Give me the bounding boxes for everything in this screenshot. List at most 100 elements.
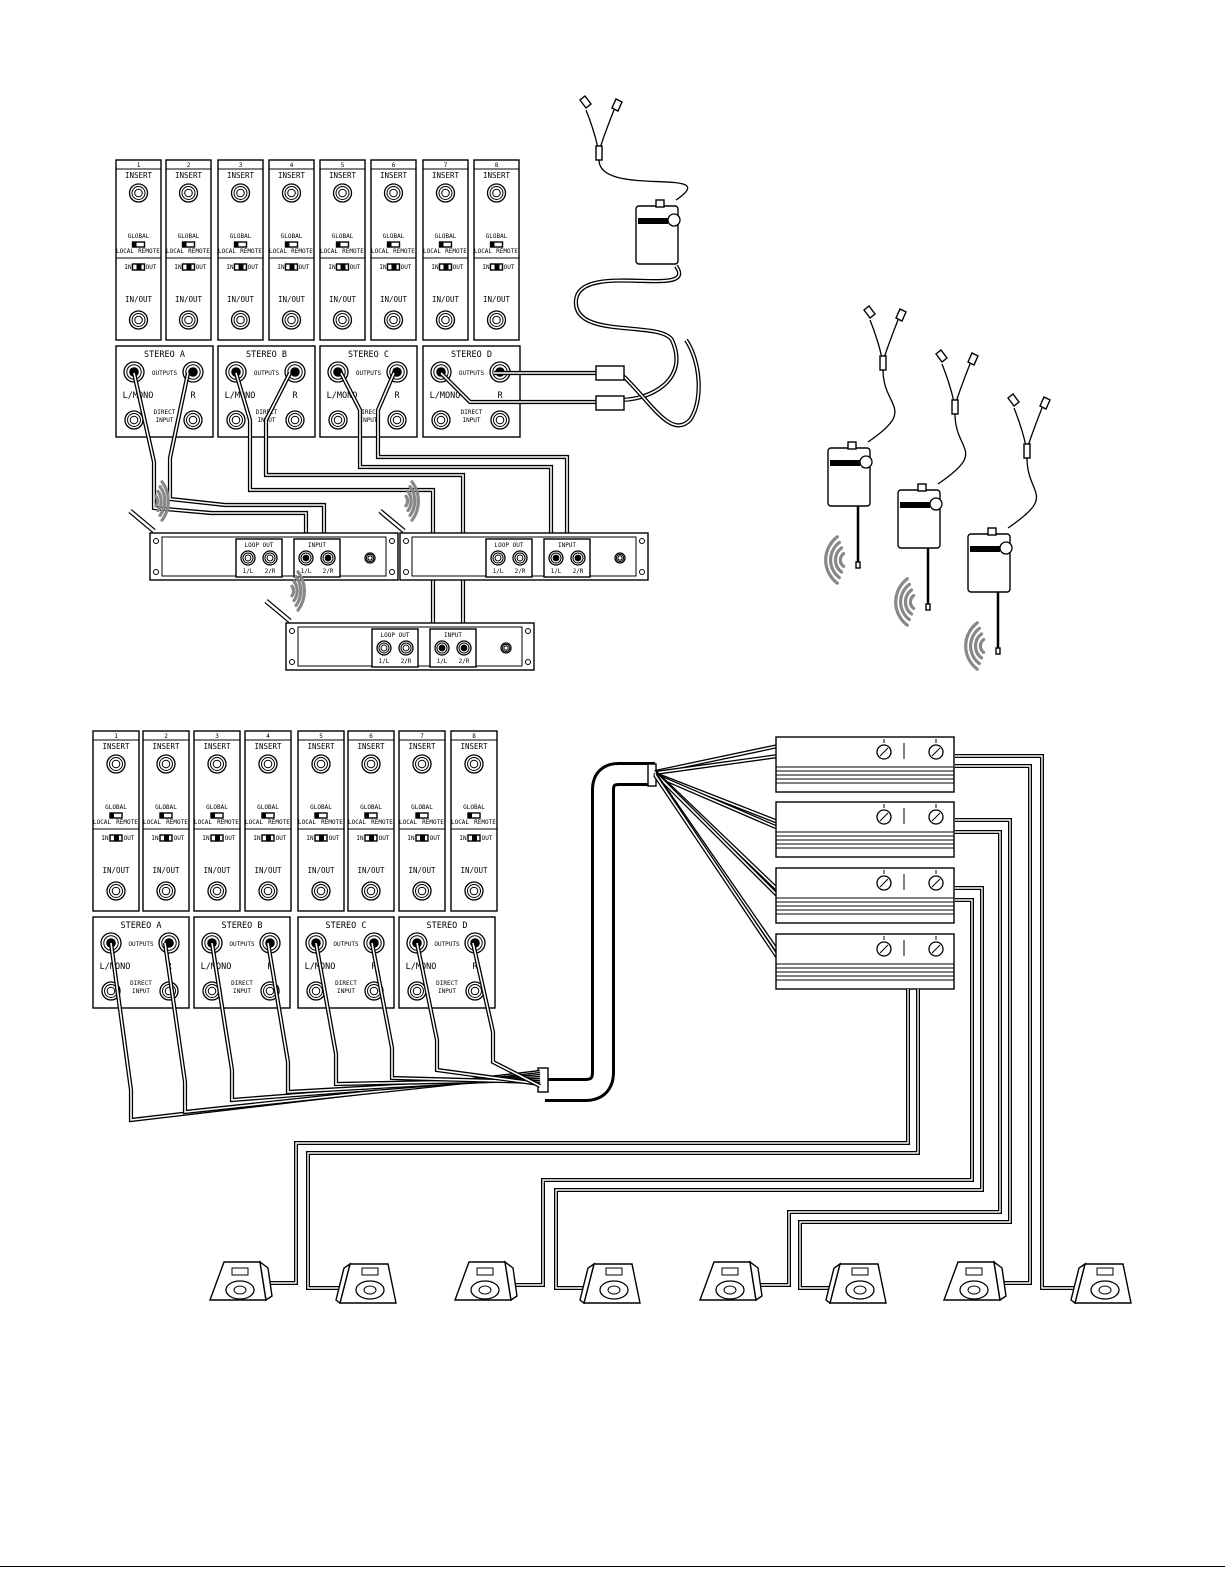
insert-label: INSERT — [483, 171, 511, 180]
stereo-name: STEREO D — [427, 921, 468, 931]
loop-left-label: 1/L — [493, 568, 504, 575]
local-label: LOCAL — [245, 819, 263, 826]
jack-socket — [617, 555, 623, 561]
in-label: IN — [379, 264, 387, 271]
input-label: INPUT — [132, 988, 150, 995]
radio-wave — [296, 570, 306, 612]
wedge-woofer-cone — [967, 1285, 981, 1295]
wedge-woofer-cone — [853, 1285, 867, 1295]
right-label: R — [472, 962, 478, 972]
wedge-woofer-cone — [363, 1285, 377, 1295]
in-out-switch-knob — [114, 835, 119, 841]
rack-screw — [389, 569, 395, 575]
inout-jack — [128, 310, 149, 330]
outputs-label: OUTPUTS — [459, 370, 485, 377]
gain-knob-pointer — [931, 878, 941, 888]
jack-socket — [369, 986, 379, 996]
right-label: R — [292, 391, 298, 401]
earbud-right — [611, 98, 623, 112]
headphone-jack — [987, 527, 997, 536]
insert-jack — [486, 183, 507, 203]
jack-socket — [236, 188, 245, 198]
remote-label: REMOTE — [138, 248, 160, 255]
insert-jack — [361, 754, 381, 774]
power-amp-3 — [775, 867, 955, 924]
left-mono-label: L/MONO — [225, 391, 256, 401]
jack-socket — [129, 415, 139, 425]
cable-core — [267, 942, 541, 1093]
insert-jack — [230, 183, 251, 203]
strip-panel — [193, 730, 241, 912]
bodypack-4: SHURE — [964, 393, 1051, 671]
earbud-wires — [869, 319, 899, 359]
radio-wave — [408, 485, 417, 517]
inout-jack — [412, 881, 432, 901]
bodypack-label-bar — [970, 546, 1000, 552]
local-label: LOCAL — [269, 248, 287, 255]
insert-label: INSERT — [203, 742, 231, 751]
snake-cable — [108, 743, 780, 1123]
cable-core — [619, 339, 700, 427]
radio-wave — [978, 638, 986, 654]
jack-socket — [161, 886, 171, 896]
local-label: LOCAL — [451, 819, 469, 826]
input-right-label: 2/R — [323, 568, 334, 575]
plug-right — [595, 365, 625, 381]
channel-number: 2 — [187, 162, 191, 169]
direct-in-right-jack — [465, 981, 485, 1001]
earbud-left — [1007, 393, 1020, 407]
direct-in-left-jack — [328, 410, 348, 430]
outputs-label: OUTPUTS — [333, 941, 359, 948]
channel-number: 3 — [215, 733, 219, 740]
headphone-jack — [847, 441, 857, 450]
cable-core — [377, 372, 568, 557]
local-label: LOCAL — [348, 819, 366, 826]
rack-screw — [289, 659, 295, 665]
in-label: IN — [202, 835, 210, 842]
radio-wave — [899, 582, 911, 622]
right-label: R — [497, 391, 503, 401]
remote-label: REMOTE — [291, 248, 313, 255]
jack-socket — [338, 315, 347, 325]
insert-jack — [207, 754, 227, 774]
antenna-tip — [855, 561, 861, 569]
wedge-side — [579, 1262, 596, 1305]
volume-knob — [929, 497, 943, 511]
remote-label: REMOTE — [445, 248, 467, 255]
cable-core — [654, 755, 779, 774]
in-out-switch-knob — [164, 835, 169, 841]
wedge-woofer-cone — [607, 1285, 621, 1295]
bodypack-coiled-cable — [573, 264, 682, 403]
rack-screw — [639, 569, 645, 575]
wedge-horn — [605, 1267, 623, 1276]
in-out-switch-knob — [443, 264, 449, 270]
out-label: OUT — [124, 835, 135, 842]
out-label: OUT — [504, 264, 515, 271]
global-switch-knob — [468, 813, 472, 818]
plug-left — [595, 395, 625, 411]
direct-in-right-jack — [183, 410, 203, 430]
stereo-name: STEREO D — [451, 350, 492, 360]
channel-number: 4 — [266, 733, 270, 740]
cable-core — [416, 942, 541, 1085]
cable-core — [440, 372, 596, 403]
insert-jack — [156, 754, 176, 774]
cable-core — [575, 265, 680, 401]
direct-in-right-jack — [387, 410, 407, 430]
direct-label: DIRECT — [335, 980, 357, 987]
inout-jack — [178, 310, 199, 330]
stereo-name: STEREO A — [144, 350, 185, 360]
global-switch-knob — [365, 813, 369, 818]
bodypack-2: SHURE — [824, 305, 907, 585]
bodypack-brand: SHURE — [836, 460, 854, 467]
direct-label: DIRECT — [154, 409, 176, 416]
earbud-right — [1039, 396, 1051, 410]
rack-screw — [153, 538, 159, 544]
amp-chassis — [775, 801, 955, 858]
